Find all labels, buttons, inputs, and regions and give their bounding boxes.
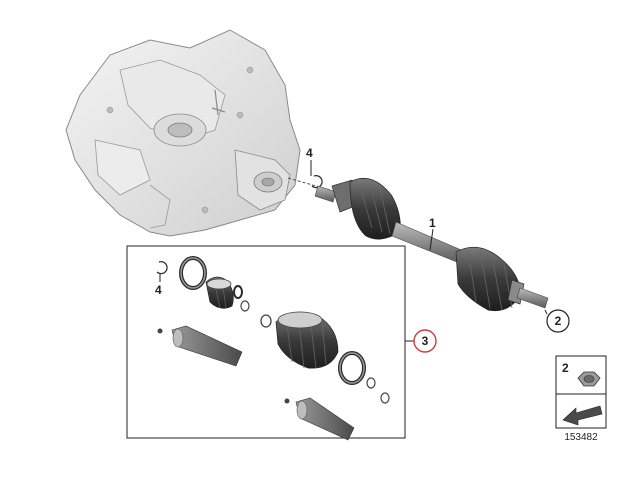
callout-label-2: 2 (555, 314, 562, 328)
callout-label-4-kit: 4 (155, 283, 162, 297)
callout-label-4-top: 4 (306, 146, 313, 160)
kit-circlip-icon (156, 260, 168, 275)
ring-icon (260, 314, 272, 328)
callout-circle-3[interactable] (413, 329, 437, 353)
legend-panel: 2 153482 (555, 355, 607, 443)
callout-circle-2[interactable] (546, 309, 570, 333)
large-clamp-band-icon (179, 256, 207, 290)
callout-leader-1 (429, 228, 434, 251)
grease-tube-icon (157, 325, 243, 367)
reference-number: 153482 (564, 432, 598, 443)
lock-nut-icon (577, 371, 601, 387)
small-clamp-icon (233, 285, 243, 299)
gearbox-housing-icon (65, 29, 301, 237)
small-ring-icon (240, 300, 250, 312)
arrow-indicator-icon (562, 405, 603, 426)
repair-kit-frame (126, 245, 406, 439)
small-boot-icon (205, 276, 234, 309)
legend-item-number: 2 (562, 361, 569, 375)
circlip-icon (311, 174, 323, 189)
callout-label-3: 3 (422, 334, 429, 348)
callout-label-1: 1 (429, 216, 436, 230)
callout-leader-2 (544, 309, 548, 315)
large-clamp-band-icon-2 (338, 351, 366, 385)
grease-tube-icon-2 (284, 397, 355, 441)
large-boot-icon (275, 311, 339, 369)
drive-shaft-icon (314, 177, 549, 312)
kit-ring-icon-right (366, 377, 390, 404)
